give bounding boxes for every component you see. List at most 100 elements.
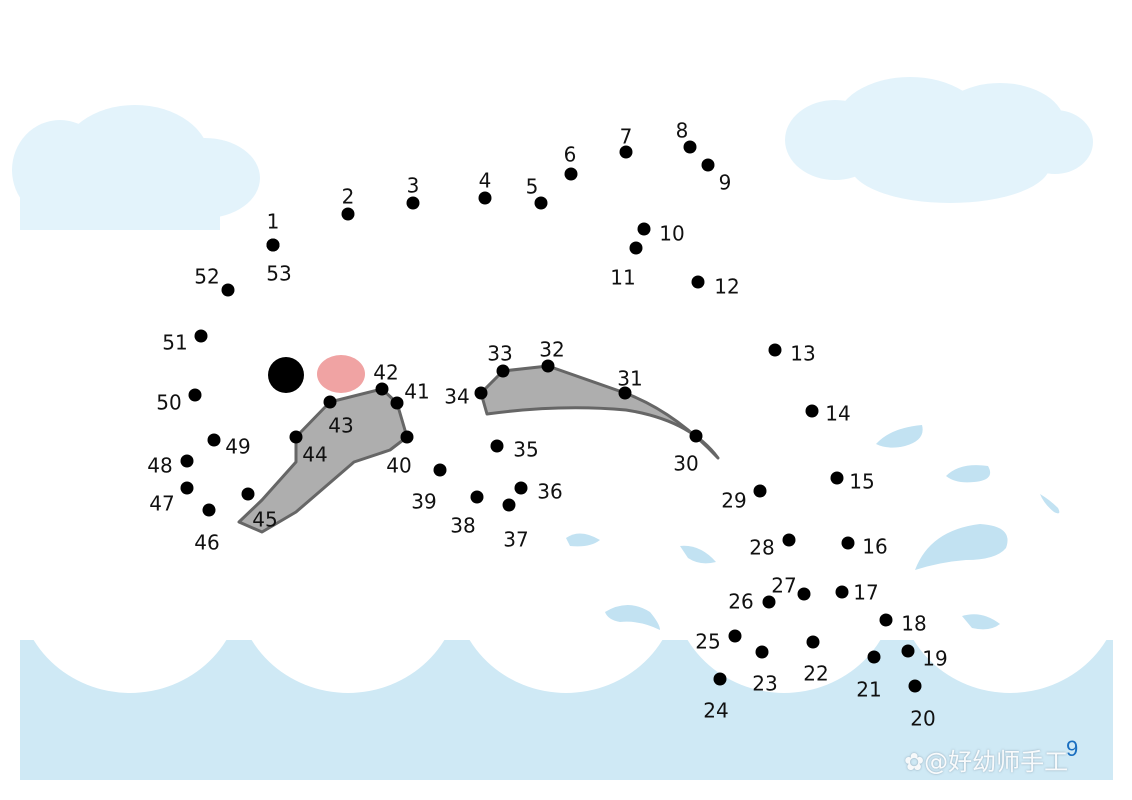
dot-47 (180, 481, 194, 495)
dot-label-52: 52 (194, 265, 219, 289)
dot-label-33: 33 (487, 342, 512, 366)
dot-label-45: 45 (252, 508, 277, 532)
dot-label-27: 27 (771, 574, 796, 598)
dot-label-24: 24 (703, 699, 728, 723)
dot-label-46: 46 (194, 531, 219, 555)
dot-label-15: 15 (849, 470, 874, 494)
dot-4 (478, 191, 492, 205)
dot-label-21: 21 (856, 678, 881, 702)
dot-17 (835, 585, 849, 599)
dot-label-17: 17 (853, 581, 878, 605)
dot-label-1: 1 (267, 210, 280, 234)
dot-15 (830, 471, 844, 485)
dot-6 (564, 167, 578, 181)
dot-39 (433, 463, 447, 477)
paw-icon: ✿ (904, 748, 925, 776)
dot-label-2: 2 (342, 185, 355, 209)
dot-46 (202, 503, 216, 517)
page-number: 9 (1066, 736, 1079, 761)
dot-30 (689, 429, 703, 443)
dot-label-8: 8 (676, 119, 689, 143)
dot-20 (908, 679, 922, 693)
dot-26 (762, 595, 776, 609)
watermark: ✿@好幼师手工 (904, 742, 1068, 777)
dot-21 (867, 650, 881, 664)
dot-36 (514, 481, 528, 495)
dot-24 (713, 672, 727, 686)
dot-12 (691, 275, 705, 289)
dot-13 (768, 343, 782, 357)
dot-14 (805, 404, 819, 418)
dot-19 (901, 644, 915, 658)
dot-label-4: 4 (479, 169, 492, 193)
dot-25 (728, 629, 742, 643)
dot-label-19: 19 (922, 647, 947, 671)
dot-22 (806, 635, 820, 649)
dot-label-37: 37 (503, 528, 528, 552)
eye (268, 357, 304, 393)
dot-49 (207, 433, 221, 447)
dot-label-14: 14 (825, 402, 850, 426)
dot-44 (289, 430, 303, 444)
dot-label-20: 20 (910, 707, 935, 731)
dot-label-26: 26 (728, 590, 753, 614)
dot-label-47: 47 (149, 492, 174, 516)
dot-label-9: 9 (719, 171, 732, 195)
dot-16 (841, 536, 855, 550)
dot-label-7: 7 (620, 125, 633, 149)
dot-10 (637, 222, 651, 236)
dot-7 (619, 145, 633, 159)
dot-11 (629, 241, 643, 255)
dot-label-6: 6 (564, 143, 577, 167)
dot-label-18: 18 (901, 612, 926, 636)
fin-top (479, 364, 720, 460)
dot-label-44: 44 (302, 443, 327, 467)
dot-label-50: 50 (156, 391, 181, 415)
dot-3 (406, 196, 420, 210)
dot-label-51: 51 (162, 331, 187, 355)
dot-41 (390, 396, 404, 410)
dot-label-41: 41 (404, 380, 429, 404)
dot-40 (400, 430, 414, 444)
dot-label-35: 35 (513, 438, 538, 462)
cheek-blush (317, 355, 365, 393)
dot-label-5: 5 (526, 175, 539, 199)
dot-label-3: 3 (407, 174, 420, 198)
dot-32 (541, 359, 555, 373)
dot-label-40: 40 (386, 454, 411, 478)
dot-label-25: 25 (695, 630, 720, 654)
cloud-left (12, 105, 260, 230)
dot-label-11: 11 (610, 266, 635, 290)
dot-label-13: 13 (790, 342, 815, 366)
dot-28 (782, 533, 796, 547)
dot-label-49: 49 (225, 435, 250, 459)
dot-label-28: 28 (749, 536, 774, 560)
dot-label-23: 23 (752, 672, 777, 696)
dot-50 (188, 388, 202, 402)
dot-53 (266, 238, 280, 252)
dot-label-39: 39 (411, 490, 436, 514)
watermark-text: @好幼师手工 (924, 748, 1069, 776)
dot-label-43: 43 (328, 414, 353, 438)
dot-label-10: 10 (659, 222, 684, 246)
dot-23 (755, 645, 769, 659)
dot-label-31: 31 (617, 367, 642, 391)
dot-45 (241, 487, 255, 501)
dot-18 (879, 613, 893, 627)
dot-9 (701, 158, 715, 172)
dot-label-12: 12 (714, 275, 739, 299)
dot-label-30: 30 (673, 452, 698, 476)
dot-31 (618, 386, 632, 400)
dot-52 (221, 283, 235, 297)
dot-5 (534, 196, 548, 210)
dot-label-42: 42 (373, 361, 398, 385)
dot-label-53: 53 (266, 262, 291, 286)
dot-label-48: 48 (147, 454, 172, 478)
dot-label-32: 32 (539, 338, 564, 362)
dot-label-34: 34 (444, 385, 469, 409)
dot-37 (502, 498, 516, 512)
dot-label-38: 38 (450, 514, 475, 538)
dot-33 (496, 364, 510, 378)
